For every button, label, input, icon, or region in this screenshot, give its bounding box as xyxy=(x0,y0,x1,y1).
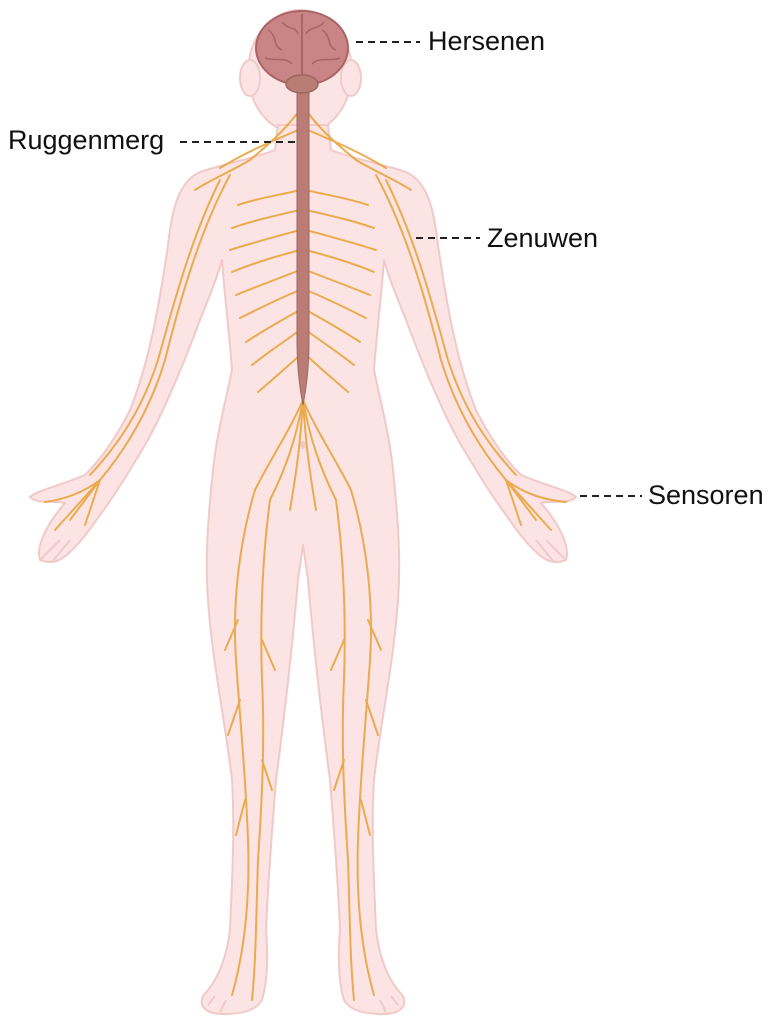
label-brain: Hersenen xyxy=(428,28,545,55)
label-nerves: Zenuwen xyxy=(487,225,598,252)
label-sensors: Sensoren xyxy=(648,482,764,509)
spinal-cord xyxy=(297,85,309,405)
label-spinal-cord: Ruggenmerg xyxy=(8,127,164,154)
